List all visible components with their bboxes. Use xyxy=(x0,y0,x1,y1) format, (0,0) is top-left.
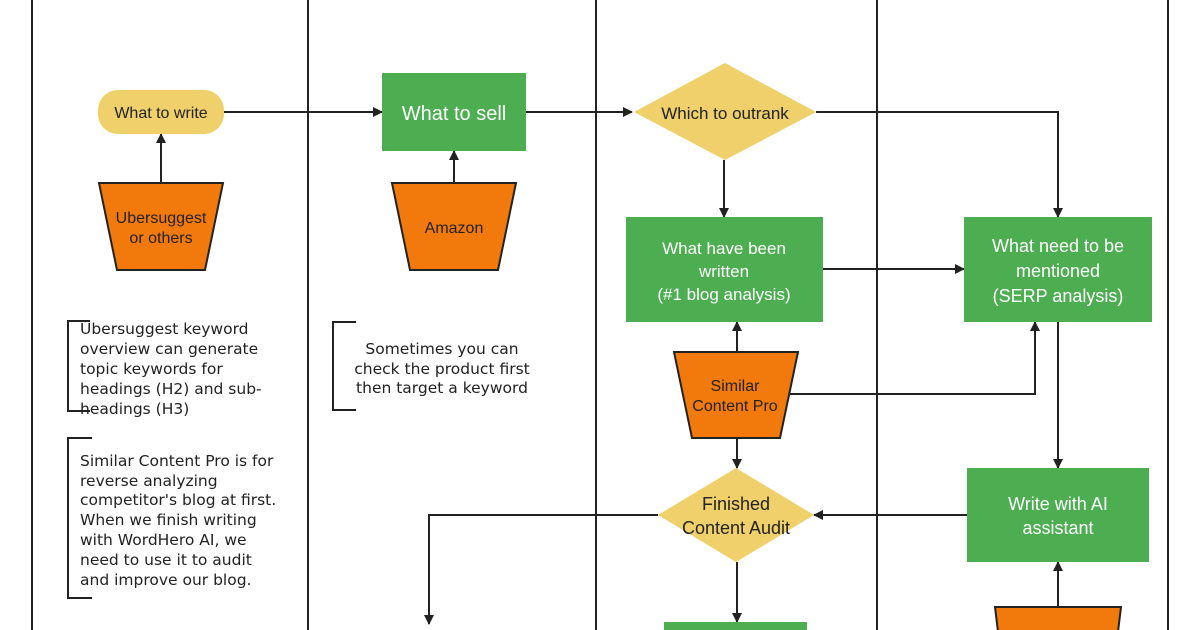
note-similar-line-2: reverse analyzing xyxy=(80,472,218,490)
note-ubersuggest-line-2: overview can generate xyxy=(80,340,258,358)
node-amazon-label: Amazon xyxy=(425,220,484,237)
node-audit-label-1: Finished xyxy=(702,494,770,514)
note-ubersuggest-bracket xyxy=(67,320,90,412)
node-what-have-been-written: What have been written (#1 blog analysis… xyxy=(626,217,823,322)
note-amazon-bracket xyxy=(332,321,356,411)
node-similar-label-1: Similar xyxy=(711,378,761,395)
note-similar-line-4: When we finish writing xyxy=(80,511,257,529)
node-amazon: Amazon xyxy=(390,182,518,271)
connectors xyxy=(156,107,1063,625)
node-written-label-2: written xyxy=(698,262,749,281)
connector-audit-to-bottom-left xyxy=(424,514,658,625)
note-ubersuggest-line-3: topic keywords for xyxy=(80,360,223,378)
note-amazon-line-3: then target a keyword xyxy=(356,379,528,397)
node-what-to-sell-label: What to sell xyxy=(402,103,506,125)
node-mentioned-label-1: What need to be xyxy=(992,236,1124,256)
note-amazon-line-2: check the product first xyxy=(354,360,530,378)
node-which-to-outrank-label: Which to outrank xyxy=(661,104,789,123)
connector-similar-to-mentioned xyxy=(785,321,1040,395)
node-what-to-write-label: What to write xyxy=(114,105,207,122)
node-audit-label-2: Content Audit xyxy=(682,518,790,538)
note-ubersuggest-line-5: headings (H3) xyxy=(80,400,189,418)
note-amazon: Sometimes you can check the product firs… xyxy=(332,321,530,411)
node-bottom-green-partial xyxy=(664,622,807,630)
note-similar-line-7: and improve our blog. xyxy=(80,571,251,589)
node-written-label-1: What have been xyxy=(662,239,786,258)
node-written-label-3: (#1 blog analysis) xyxy=(657,285,790,304)
note-similar-line-6: need to use it to audit xyxy=(80,551,252,569)
note-similar-content-bracket xyxy=(67,437,92,599)
node-mentioned-label-3: (SERP analysis) xyxy=(993,286,1124,306)
note-similar-line-5: with WordHero AI, we xyxy=(80,531,247,549)
node-bottom-orange-partial xyxy=(993,606,1123,630)
note-ubersuggest-line-4: headings (H2) and sub- xyxy=(80,380,262,398)
node-mentioned-label-2: mentioned xyxy=(1016,261,1100,281)
node-similar-content-pro: Similar Content Pro xyxy=(672,351,800,439)
node-what-to-write: What to write xyxy=(98,90,224,134)
node-finished-content-audit: Finished Content Audit xyxy=(658,468,814,562)
note-similar-line-3: competitor's blog at first. xyxy=(80,491,276,509)
node-ubersuggest-label-2: or others xyxy=(129,230,192,247)
note-amazon-line-1: Sometimes you can xyxy=(365,340,518,358)
note-ubersuggest-line-1: Ubersuggest keyword xyxy=(80,320,249,338)
node-what-need-to-be-mentioned: What need to be mentioned (SERP analysis… xyxy=(964,217,1152,322)
swimlanes xyxy=(31,0,1169,630)
node-similar-label-2: Content Pro xyxy=(692,398,777,415)
node-which-to-outrank: Which to outrank xyxy=(634,63,816,160)
note-similar-content: Similar Content Pro is for reverse analy… xyxy=(67,437,276,599)
node-ai-label-2: assistant xyxy=(1022,518,1093,538)
connector-outrank-to-mentioned xyxy=(816,111,1063,218)
node-ai-label-1: Write with AI xyxy=(1008,494,1108,514)
note-similar-line-1: Similar Content Pro is for xyxy=(80,452,274,470)
node-ubersuggest-label-1: Ubersuggest xyxy=(116,210,207,227)
note-ubersuggest: Ubersuggest keyword overview can generat… xyxy=(67,320,262,418)
node-write-with-ai: Write with AI assistant xyxy=(967,468,1149,562)
node-ubersuggest: Ubersuggest or others xyxy=(97,182,225,271)
node-what-to-sell: What to sell xyxy=(382,73,526,151)
